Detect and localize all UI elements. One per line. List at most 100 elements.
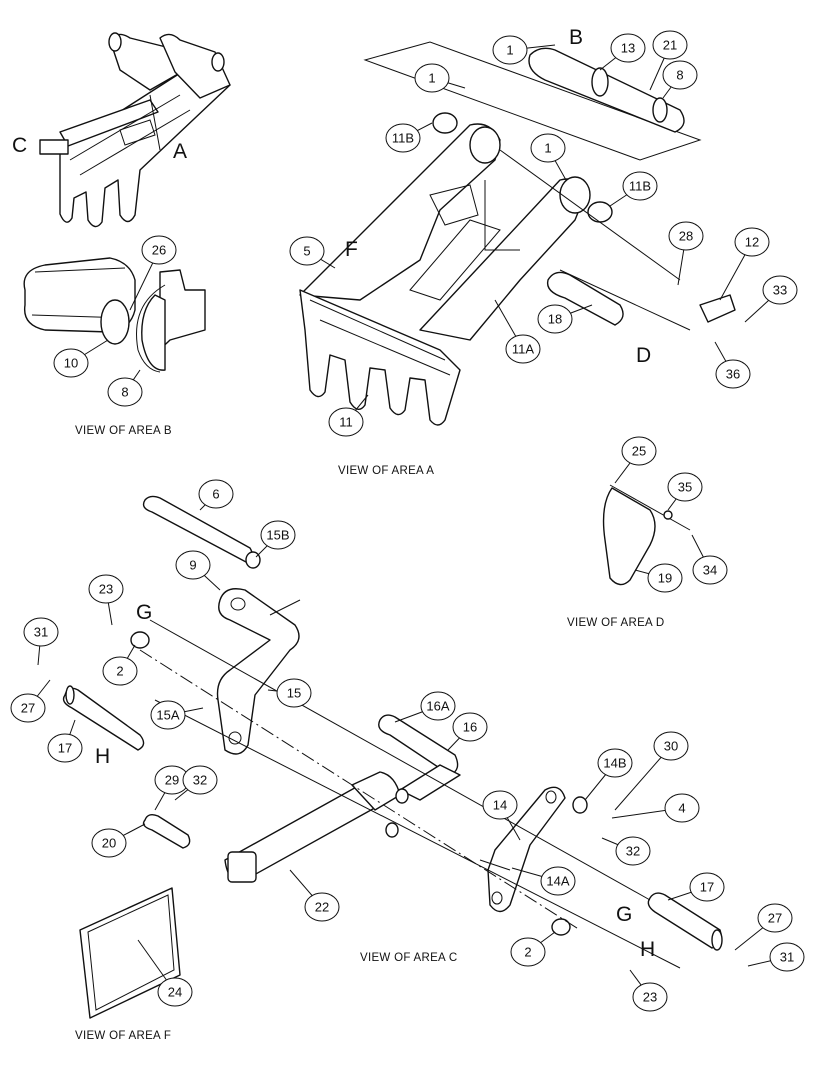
callout-20: 20 — [91, 828, 127, 858]
callout-4: 4 — [664, 793, 700, 823]
callout-23: 23 — [632, 982, 668, 1012]
callout-15A: 15A — [150, 700, 186, 730]
callout-number: 5 — [303, 244, 310, 259]
callout-number: 27 — [21, 701, 35, 716]
view-letter-f: F — [345, 238, 358, 261]
callout-6: 6 — [198, 479, 234, 509]
callout-number: 35 — [678, 480, 692, 495]
callout-bubble — [304, 892, 340, 922]
callout-25: 25 — [621, 436, 657, 466]
callout-number: 19 — [658, 571, 672, 586]
callout-bubble — [23, 617, 59, 647]
callout-bubble — [597, 748, 633, 778]
callout-2: 2 — [510, 937, 546, 967]
callout-16: 16 — [452, 712, 488, 742]
view-letter-a: A — [173, 140, 187, 163]
callout-bubble — [668, 221, 704, 251]
callout-bubble — [647, 563, 683, 593]
callout-number: 34 — [703, 563, 717, 578]
callout-14A: 14A — [540, 866, 576, 896]
callout-9: 9 — [175, 550, 211, 580]
callout-bubble — [715, 359, 751, 389]
callout-number: 11B — [392, 131, 414, 146]
callout-bubble — [615, 836, 651, 866]
callout-23: 23 — [88, 574, 124, 604]
callout-number: 11A — [512, 342, 534, 357]
callout-bubble — [150, 700, 186, 730]
callout-bubble — [622, 171, 658, 201]
callout-28: 28 — [668, 221, 704, 251]
callout-bubble — [91, 828, 127, 858]
callout-bubble — [157, 977, 193, 1007]
callout-number: 26 — [152, 243, 166, 258]
callout-number: 36 — [726, 367, 740, 382]
callout-number: 18 — [548, 312, 562, 327]
callout-18: 18 — [537, 304, 573, 334]
callout-number: 13 — [621, 41, 635, 56]
callout-number: 31 — [780, 950, 794, 965]
callout-27: 27 — [757, 903, 793, 933]
callout-number: 30 — [664, 739, 678, 754]
callout-bubble — [328, 407, 364, 437]
callout-11B: 11B — [385, 123, 421, 153]
callout-bubble — [289, 236, 325, 266]
callout-24: 24 — [157, 977, 193, 1007]
callout-bubble — [260, 520, 296, 550]
callout-1: 1 — [492, 35, 528, 65]
callout-bubble — [510, 937, 546, 967]
view-letter-g: G — [136, 601, 152, 624]
callout-1: 1 — [530, 133, 566, 163]
callout-36: 36 — [715, 359, 751, 389]
callout-16A: 16A — [420, 691, 456, 721]
callout-number: 17 — [700, 880, 714, 895]
callout-bubble — [420, 691, 456, 721]
callout-number: 8 — [676, 68, 683, 83]
callout-number: 33 — [773, 283, 787, 298]
callout-15: 15 — [276, 678, 312, 708]
bucket-thumbnail — [39, 32, 231, 228]
callout-bubble — [540, 866, 576, 896]
view-letter-d: D — [636, 344, 651, 367]
callout-bubble — [47, 733, 83, 763]
callout-14: 14 — [482, 790, 518, 820]
view-letter-g: G — [616, 903, 632, 926]
callout-number: 14B — [603, 756, 626, 771]
callout-number: 32 — [626, 844, 640, 859]
caption-area-c: VIEW OF AREA C — [360, 952, 458, 964]
callout-bubble — [452, 712, 488, 742]
area-f-detail — [79, 887, 181, 1019]
callout-bubble — [385, 123, 421, 153]
callout-5: 5 — [289, 236, 325, 266]
callout-number: 10 — [64, 356, 78, 371]
callout-21: 21 — [652, 30, 688, 60]
callout-bubble — [537, 304, 573, 334]
callout-number: 21 — [663, 38, 677, 53]
callout-bubble — [769, 942, 805, 972]
callout-31: 31 — [769, 942, 805, 972]
callout-32: 32 — [182, 765, 218, 795]
callout-number: 8 — [121, 385, 128, 400]
callout-bubble — [689, 872, 725, 902]
callout-number: 4 — [678, 801, 685, 816]
callout-number: 12 — [745, 235, 759, 250]
callout-number: 1 — [428, 71, 435, 86]
callout-number: 6 — [212, 487, 219, 502]
callout-number: 14A — [546, 874, 569, 889]
callout-11B: 11B — [622, 171, 658, 201]
callout-number: 11B — [629, 179, 651, 194]
callout-22: 22 — [304, 892, 340, 922]
callout-bubble — [175, 550, 211, 580]
callout-35: 35 — [667, 472, 703, 502]
callout-11A: 11A — [505, 334, 541, 364]
callout-bubble — [141, 235, 177, 265]
callout-17: 17 — [47, 733, 83, 763]
view-letter-h: H — [95, 745, 110, 768]
callout-8: 8 — [107, 377, 143, 407]
callout-bubble — [276, 678, 312, 708]
callout-number: 15B — [266, 528, 289, 543]
callout-10: 10 — [53, 348, 89, 378]
callout-bubble — [652, 30, 688, 60]
callout-31: 31 — [23, 617, 59, 647]
callout-bubble — [492, 35, 528, 65]
